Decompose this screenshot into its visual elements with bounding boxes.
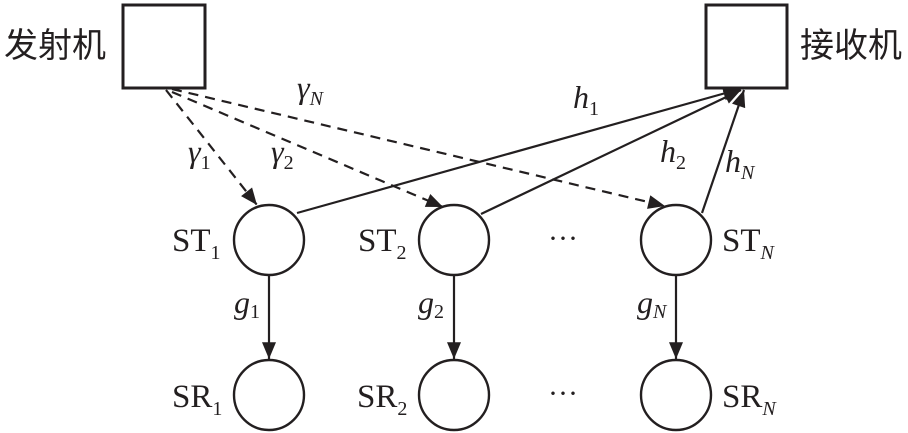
receiver-label: 接收机 xyxy=(800,26,902,66)
st-2-node xyxy=(417,203,491,277)
st-1-label: ST1 xyxy=(172,223,221,264)
st-1-node xyxy=(232,203,306,277)
sr-n-node xyxy=(639,358,713,432)
sr-2-label: SR2 xyxy=(357,379,407,420)
g-2-label: g2 xyxy=(418,284,444,323)
gamma-1-label: γ1 xyxy=(188,133,211,174)
st-n-node xyxy=(639,203,713,277)
h-1-label: h1 xyxy=(573,79,599,120)
transmitter-box xyxy=(121,3,207,90)
h-n-label: hN xyxy=(725,143,756,184)
g-n-label: gN xyxy=(637,284,668,323)
st-n-label: STN xyxy=(722,223,776,264)
sr-1-label: SR1 xyxy=(172,379,222,420)
st-2-label: ST2 xyxy=(358,223,407,264)
sr-1-node xyxy=(232,358,306,432)
sr-2-node xyxy=(417,358,491,432)
gamma-2-label: γ2 xyxy=(271,133,294,174)
transmitter-label: 发射机 xyxy=(4,26,106,66)
receiver-box xyxy=(704,3,789,90)
ellipsis-st: ··· xyxy=(548,222,578,255)
gamma-2-link xyxy=(171,90,444,209)
h-n-link xyxy=(700,89,746,214)
sr-n-label: SRN xyxy=(722,379,777,420)
h-2-label: h2 xyxy=(660,133,686,174)
g-1-label: g1 xyxy=(234,284,260,323)
gamma-1-link xyxy=(165,89,258,206)
h-1-link xyxy=(296,86,741,215)
gamma-n-label: γN xyxy=(297,69,325,110)
ellipsis-sr: ··· xyxy=(548,377,578,410)
h-2-link xyxy=(480,89,742,215)
